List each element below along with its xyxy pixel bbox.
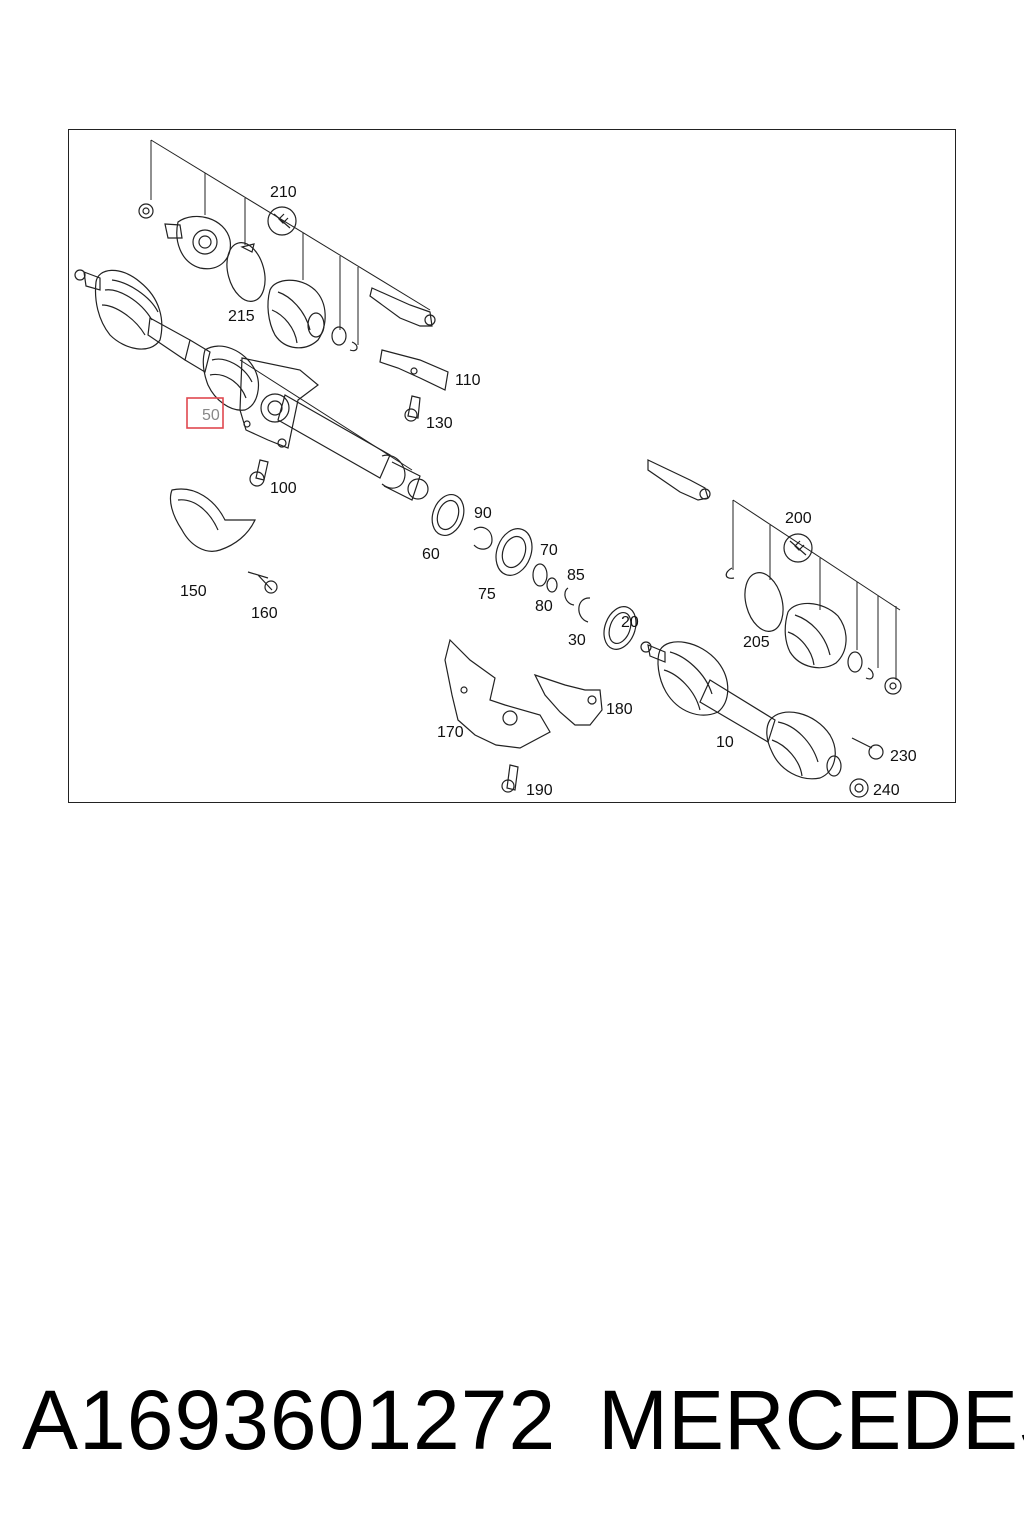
callout-90: 90 xyxy=(474,505,492,522)
part-number: A1693601272 xyxy=(22,1373,557,1467)
lower-small-parts xyxy=(444,459,902,793)
callout-20: 20 xyxy=(621,614,639,631)
callout-75: 75 xyxy=(478,586,496,603)
brand-name: MERCEDES xyxy=(598,1373,1024,1467)
callout-240: 240 xyxy=(873,782,900,799)
caption: A1693601272 MERCEDES xyxy=(0,1370,1024,1470)
callout-210: 210 xyxy=(270,184,297,201)
callout-10: 10 xyxy=(716,734,734,751)
parts-diagram: 210 215 110 50 130 100 90 60 70 85 75 80… xyxy=(74,139,917,799)
callout-50: 50 xyxy=(202,407,220,424)
callout-70: 70 xyxy=(540,542,558,559)
callout-230: 230 xyxy=(890,748,917,765)
callout-215: 215 xyxy=(228,308,255,325)
callouts: 210 215 110 50 130 100 90 60 70 85 75 80… xyxy=(180,184,917,799)
callout-160: 160 xyxy=(251,605,278,622)
drive-shaft-lower xyxy=(640,641,884,798)
middle-small-parts xyxy=(431,494,637,650)
callout-150: 150 xyxy=(180,583,207,600)
callout-60: 60 xyxy=(422,546,440,563)
diagram-frame xyxy=(68,129,956,803)
callout-200: 200 xyxy=(785,510,812,527)
highlight-box xyxy=(186,397,224,429)
callout-190: 190 xyxy=(526,782,553,799)
callout-110: 110 xyxy=(455,372,481,389)
callout-30: 30 xyxy=(568,632,586,649)
callout-130: 130 xyxy=(426,415,453,432)
callout-180: 180 xyxy=(606,701,633,718)
drive-shaft-upper xyxy=(74,269,429,501)
callout-170: 170 xyxy=(437,724,464,741)
callout-205: 205 xyxy=(743,634,770,651)
callout-100: 100 xyxy=(270,480,297,497)
upper-small-parts xyxy=(138,203,449,594)
leader-lines xyxy=(150,139,901,680)
callout-80: 80 xyxy=(535,598,553,615)
callout-85: 85 xyxy=(567,567,585,584)
